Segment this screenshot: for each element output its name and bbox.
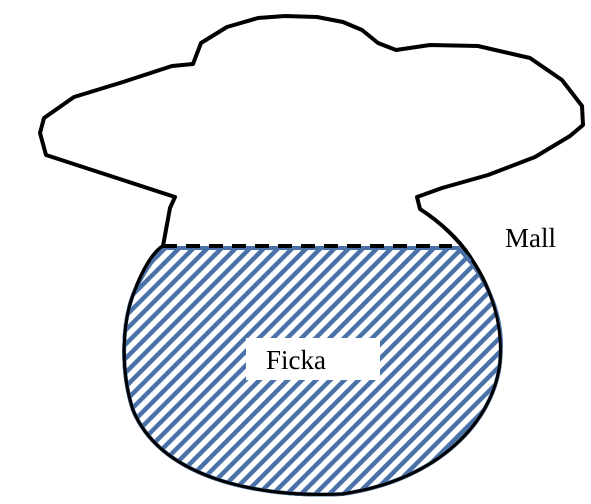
pocket-label: Ficka xyxy=(266,345,326,375)
pocket-label-box xyxy=(246,338,380,380)
template-label: Mall xyxy=(505,223,556,253)
template-bottom-edge xyxy=(122,244,502,496)
